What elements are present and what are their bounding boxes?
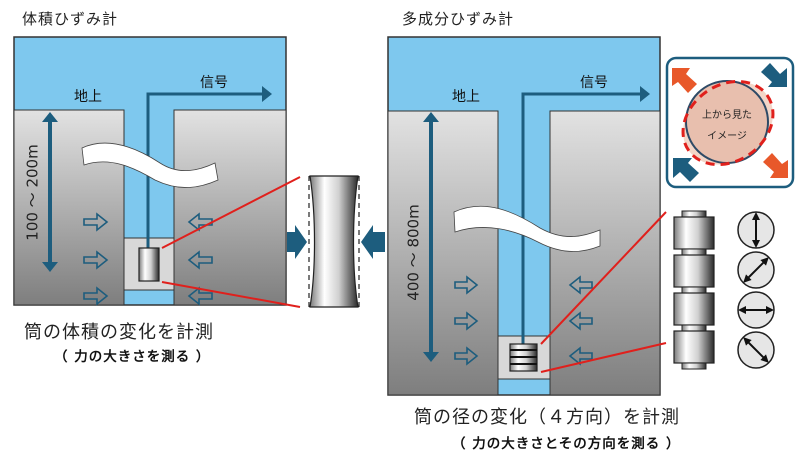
- left-ground-left: [13, 109, 125, 306]
- direction-diagonal-down-right-icon: [737, 331, 775, 369]
- direction-vertical-icon: [737, 211, 775, 249]
- orange-arrow-bottom-right-icon: [763, 153, 788, 178]
- compression-arrow-left-icon: [361, 225, 385, 259]
- left-diagram-title: 体積ひずみ計: [22, 10, 119, 28]
- left-depth-label: 100 ～ 200m: [23, 144, 42, 241]
- left-pressure-arrows: [83, 212, 213, 306]
- left-leader-line-bottom: [161, 281, 301, 308]
- stacked-sensor-illustration: [673, 210, 715, 370]
- right-caption-main: 筒の径の変化（４方向）を計測: [414, 407, 680, 428]
- left-leader-line-top: [161, 176, 301, 249]
- right-depth-break: [453, 205, 601, 252]
- blue-arrow-top-right-icon: [761, 63, 787, 87]
- right-leader-line-top: [540, 211, 667, 345]
- right-depth-arrow-up-icon: [423, 112, 439, 122]
- direction-horizontal-icon: [737, 291, 775, 329]
- left-depth-break: [81, 142, 219, 188]
- left-borehole-diagram: [13, 36, 301, 308]
- top-view-label-line2: イメージ: [707, 131, 747, 142]
- left-caption-main: 筒の体積の変化を計測: [24, 322, 214, 343]
- direction-diagonal-up-right-icon: [737, 251, 775, 289]
- compressed-cylinder-illustration: [287, 175, 385, 308]
- right-signal-label: 信号: [580, 75, 608, 91]
- right-depth-label: 400 ～ 800m: [404, 204, 423, 301]
- deformed-outline-dashed: [681, 79, 775, 167]
- left-depth-arrow-down-icon: [42, 262, 58, 272]
- right-signal-line: [521, 92, 640, 345]
- right-ground-left: [387, 110, 499, 396]
- top-view-panel: [665, 56, 795, 189]
- direction-indicators: [737, 211, 775, 369]
- left-depth-arrow-up-icon: [42, 112, 58, 122]
- right-caption-sub: （ 力の大きさとその方向を測る ）: [452, 436, 681, 452]
- left-ground-label: 地上: [74, 89, 102, 105]
- compression-arrow-right-icon: [287, 225, 307, 259]
- left-volume-sensor-cylinder: [138, 247, 160, 282]
- deformed-cylinder: [309, 175, 359, 308]
- blue-arrow-bottom-left-icon: [673, 158, 699, 182]
- right-diagram-title: 多成分ひずみ計: [402, 10, 515, 28]
- right-depth-arrow-down-icon: [423, 352, 439, 362]
- right-pressure-arrows: [454, 275, 593, 366]
- right-multicomponent-sensor: [509, 343, 538, 372]
- left-signal-label: 信号: [200, 75, 228, 91]
- orange-arrow-top-left-icon: [672, 68, 697, 93]
- right-leader-line-bottom: [540, 342, 667, 373]
- right-signal-arrowhead-icon: [640, 86, 650, 102]
- left-signal-arrowhead-icon: [262, 86, 272, 102]
- left-caption-sub: （ 力の大きさを測る ）: [54, 349, 211, 365]
- right-borehole-diagram: [387, 36, 667, 396]
- left-signal-line: [146, 92, 262, 248]
- top-view-label-line1: 上から見た: [702, 110, 752, 121]
- right-ground-label: 地上: [452, 89, 480, 105]
- right-ground-right: [549, 110, 661, 396]
- left-ground-right: [173, 109, 287, 306]
